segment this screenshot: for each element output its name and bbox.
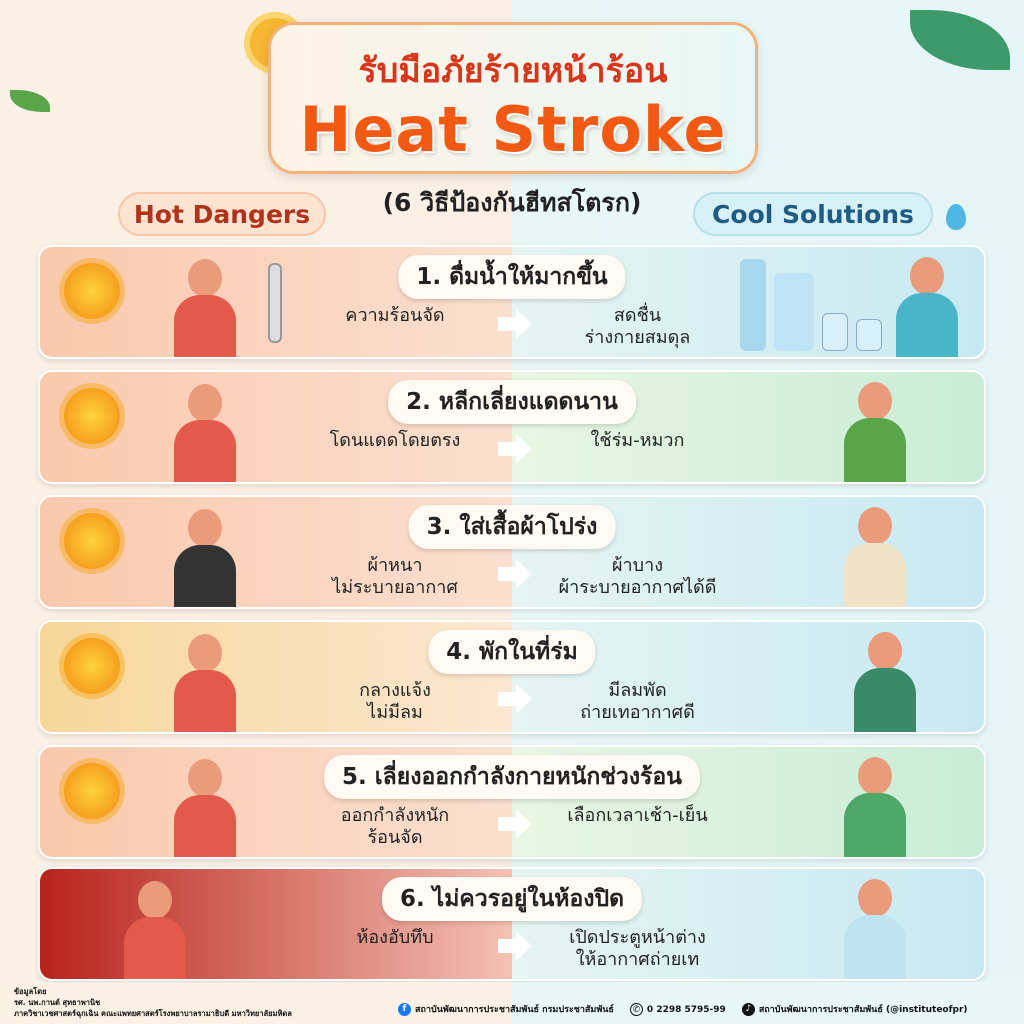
phone-text: 0 2298 5795-99 bbox=[646, 1004, 726, 1015]
sun-icon bbox=[64, 513, 120, 569]
hot-person-illustration bbox=[170, 759, 240, 857]
step-title: 2. หลีกเลี่ยงแดดนาน bbox=[388, 380, 636, 424]
solution-text: ใช้ร่ม-หมวก bbox=[590, 430, 685, 451]
step-title: 4. พักในที่ร่ม bbox=[428, 630, 596, 674]
title-thai: รับมือภัยร้ายหน้าร้อน bbox=[358, 51, 668, 91]
tip-row-4: 4. พักในที่ร่ม กลางแจ้ง ไม่มีลม มีลมพัด … bbox=[38, 620, 986, 734]
phone-contact[interactable]: ✆0 2298 5795-99 bbox=[629, 1002, 726, 1016]
arrow-right-icon bbox=[498, 309, 534, 339]
tip-row-6: 6. ไม่ควรอยู่ในห้องปิด ห้องอับทึบ เปิดปร… bbox=[38, 867, 986, 981]
thermometer-icon bbox=[268, 263, 282, 343]
sun-icon bbox=[64, 763, 120, 819]
facebook-icon: f bbox=[398, 1003, 411, 1016]
arrow-right-icon bbox=[498, 684, 534, 714]
tiktok-icon: ♪ bbox=[741, 1003, 755, 1016]
cool-person-illustration bbox=[840, 757, 910, 857]
danger-text: โดนแดดโดยตรง bbox=[329, 430, 461, 451]
title-english: Heat Stroke bbox=[299, 93, 727, 166]
subtitle: (6 วิธีป้องกันฮีทสโตรก) bbox=[382, 188, 642, 217]
glass-icon bbox=[856, 319, 882, 351]
step-title: 6. ไม่ควรอยู่ในห้องปิด bbox=[381, 877, 643, 921]
credit-name: รศ. นพ.กานต์ สุทธาพานิช bbox=[14, 998, 101, 1007]
danger-text: กลางแจ้ง ไม่มีลม bbox=[359, 680, 431, 723]
danger-text: ความร้อนจัด bbox=[345, 305, 445, 326]
hot-person-illustration bbox=[120, 881, 190, 979]
glass-icon bbox=[822, 313, 848, 351]
tip-row-3: 3. ใส่เสื้อผ้าโปร่ง ผ้าหนา ไม่ระบายอากาศ… bbox=[38, 495, 986, 609]
tip-row-1: 1. ดื่มน้ำให้มากขึ้น ความร้อนจัด สดชื่น … bbox=[38, 245, 986, 359]
hot-person-illustration bbox=[170, 634, 240, 732]
hot-dangers-label: Hot Dangers bbox=[118, 192, 326, 236]
cool-person-illustration bbox=[840, 507, 910, 607]
solution-text: ผ้าบาง ผ้าระบายอากาศได้ดี bbox=[558, 555, 717, 598]
water-drop-icon bbox=[946, 204, 966, 230]
water-jug-icon bbox=[774, 273, 814, 351]
hot-person-illustration bbox=[170, 384, 240, 482]
solution-text: เปิดประตูหน้าต่าง ให้อากาศถ่ายเท bbox=[569, 927, 706, 970]
credit-org: ภาควิชาเวชศาสตร์ฉุกเฉิน คณะแพทยศาสตร์โรง… bbox=[14, 1009, 292, 1018]
hot-person-illustration bbox=[170, 509, 240, 607]
cool-person-illustration bbox=[892, 257, 962, 357]
cool-solutions-label: Cool Solutions bbox=[693, 192, 933, 236]
cool-person-illustration bbox=[840, 382, 910, 482]
step-title: 5. เลี่ยงออกกำลังกายหนักช่วงร้อน bbox=[324, 755, 700, 799]
tip-row-2: 2. หลีกเลี่ยงแดดนาน โดนแดดโดยตรง ใช้ร่ม-… bbox=[38, 370, 986, 484]
arrow-right-icon bbox=[498, 434, 534, 464]
leaf-decoration bbox=[910, 10, 1010, 70]
sun-icon bbox=[64, 638, 120, 694]
solution-text: สดชื่น ร่างกายสมดุล bbox=[584, 305, 691, 348]
credit-label: ข้อมูลโดย bbox=[14, 987, 47, 996]
tiktok-contact[interactable]: ♪สถาบันพัฒนาการประชาสัมพันธ์ (@institute… bbox=[741, 1002, 968, 1016]
sun-icon bbox=[64, 388, 120, 444]
facebook-contact[interactable]: f สถาบันพัฒนาการประชาสัมพันธ์ กรมประชาสัม… bbox=[398, 1002, 614, 1016]
cool-person-illustration bbox=[840, 879, 910, 979]
credit: ข้อมูลโดย รศ. นพ.กานต์ สุทธาพานิช ภาควิช… bbox=[14, 986, 292, 1019]
danger-text: ผ้าหนา ไม่ระบายอากาศ bbox=[332, 555, 458, 598]
sun-icon bbox=[64, 263, 120, 319]
danger-text: ห้องอับทึบ bbox=[356, 927, 434, 948]
phone-icon: ✆ bbox=[629, 1002, 643, 1016]
solution-text: เลือกเวลาเช้า-เย็น bbox=[567, 805, 708, 826]
arrow-right-icon bbox=[498, 931, 534, 961]
hot-person-illustration bbox=[170, 259, 240, 357]
danger-text: ออกกำลังหนัก ร้อนจัด bbox=[340, 805, 450, 848]
footer: ข้อมูลโดย รศ. นพ.กานต์ สุทธาพานิช ภาควิช… bbox=[0, 982, 1024, 1024]
arrow-right-icon bbox=[498, 559, 534, 589]
step-title: 3. ใส่เสื้อผ้าโปร่ง bbox=[408, 505, 616, 549]
tip-row-5: 5. เลี่ยงออกกำลังกายหนักช่วงร้อน ออกกำลั… bbox=[38, 745, 986, 859]
step-title: 1. ดื่มน้ำให้มากขึ้น bbox=[398, 255, 626, 299]
solution-text: มีลมพัด ถ่ายเทอากาศดี bbox=[580, 680, 695, 723]
cool-person-illustration bbox=[850, 632, 920, 732]
leaf-decoration bbox=[10, 90, 50, 112]
arrow-right-icon bbox=[498, 809, 534, 839]
facebook-text: สถาบันพัฒนาการประชาสัมพันธ์ กรมประชาสัมพ… bbox=[415, 1005, 614, 1015]
title-banner: รับมือภัยร้ายหน้าร้อน Heat Stroke bbox=[268, 22, 758, 174]
tiktok-text: สถาบันพัฒนาการประชาสัมพันธ์ (@instituteo… bbox=[758, 1005, 968, 1015]
water-bottle-icon bbox=[740, 259, 766, 351]
